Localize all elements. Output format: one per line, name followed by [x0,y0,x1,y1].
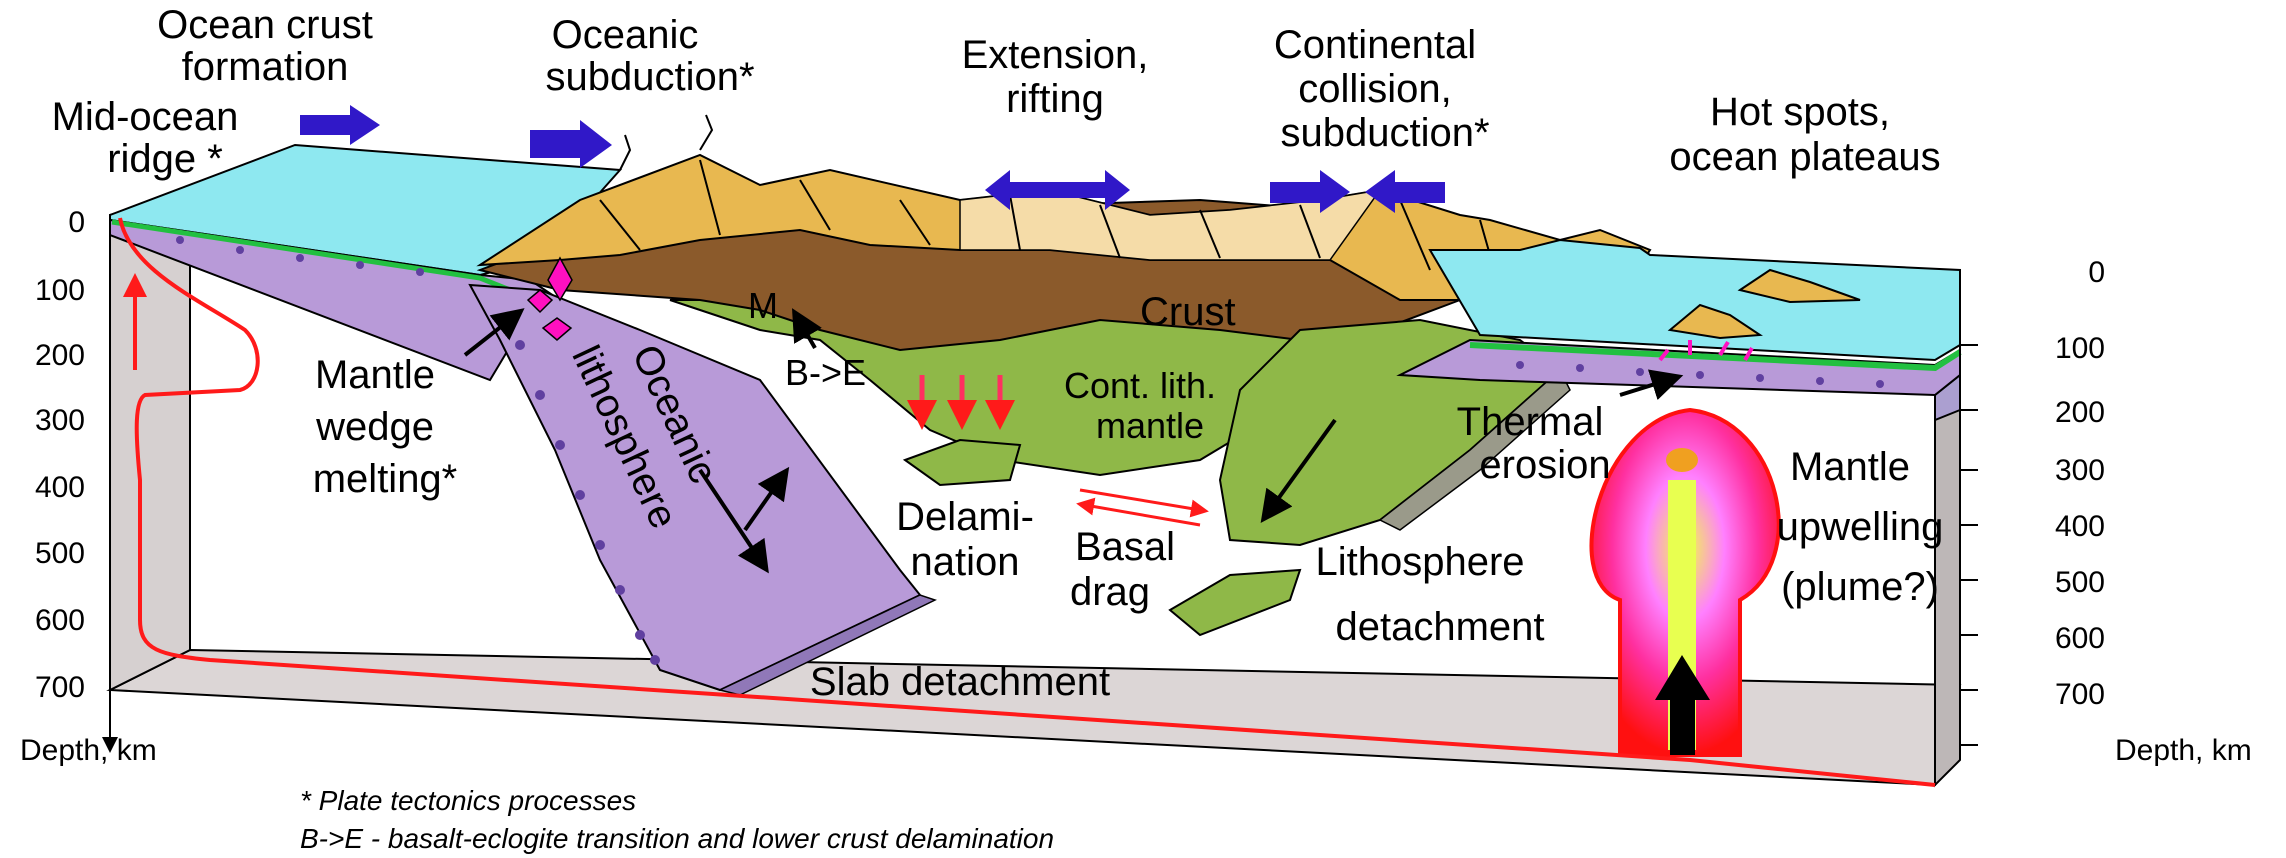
arrow-collision-left [1270,170,1350,213]
label-lithosphere-detachment: Lithosphere detachment [1315,540,1544,649]
svg-text:Oceanic: Oceanic [552,13,699,57]
svg-text:400: 400 [35,471,85,504]
svg-text:wedge: wedge [315,405,434,449]
left-axis-label: Depth, km [20,734,157,767]
pointer-arrows [463,308,1684,574]
svg-text:Lithosphere: Lithosphere [1315,540,1524,584]
delamination-block [902,438,1022,487]
ocean-right-surface [1428,238,1961,362]
label-crust: Crust [1140,290,1236,334]
svg-text:ridge *: ridge * [107,137,223,181]
svg-text:subduction*: subduction* [545,55,754,99]
svg-text:600: 600 [35,604,85,637]
svg-text:Mid-ocean: Mid-ocean [52,95,239,139]
svg-text:ocean plateaus: ocean plateaus [1669,135,1940,179]
collision-slab-side [1378,368,1571,531]
svg-text:400: 400 [2055,510,2105,543]
svg-text:subduction*: subduction* [1280,111,1489,155]
label-b-to-e: B->E [785,352,866,393]
plume-head-core [1666,448,1698,472]
melt-diamond-3 [541,317,573,341]
svg-text:Cont. lith.: Cont. lith. [1064,365,1216,406]
svg-text:300: 300 [2055,454,2105,487]
svg-text:Mantle: Mantle [315,353,435,397]
svg-text:0: 0 [2088,256,2105,289]
right-dots [1516,361,1884,388]
svg-text:detachment: detachment [1335,605,1544,649]
label-mantle-wedge: Mantle wedge melting* [313,353,458,501]
svg-text:0: 0 [68,206,85,239]
svg-text:drag: drag [1070,570,1150,614]
label-hot-spots: Hot spots, ocean plateaus [1669,90,1940,179]
left-axis-ticks: 0 100 200 300 400 500 600 700 [35,206,85,704]
svg-text:Delami-: Delami- [896,495,1034,539]
svg-text:100: 100 [35,274,85,307]
slab-dots [176,236,660,665]
svg-text:mantle: mantle [1096,405,1204,446]
label-thermal-erosion: Thermal erosion [1457,400,1611,487]
svg-text:nation: nation [911,540,1020,584]
melt-diamond-2 [526,289,554,314]
ocean-crust-green-left [111,219,511,293]
right-axis-line [1959,270,1978,760]
label-extension: Extension, rifting [962,33,1149,121]
svg-text:formation: formation [182,45,349,89]
svg-text:collision,: collision, [1298,67,1451,111]
ocean-crust-green-right [1469,342,1962,372]
footnote-be: B->E - basalt-eclogite transition and lo… [300,823,1054,854]
svg-text:200: 200 [35,339,85,372]
svg-text:700: 700 [35,671,85,704]
melt-diamond-1 [547,256,573,302]
svg-text:upwelling: upwelling [1777,505,1944,549]
svg-text:700: 700 [2055,678,2105,711]
label-slab-detachment: Slab detachment [810,660,1110,704]
svg-text:500: 500 [35,537,85,570]
svg-text:Mantle: Mantle [1790,445,1910,489]
thermal-erosion-marks [1658,340,1754,362]
delamination-arrows [907,375,1015,430]
geotherm-line [118,217,1936,787]
arrow-ridge [300,105,380,145]
svg-text:600: 600 [2055,622,2105,655]
label-cont-lith-mantle: Cont. lith. mantle [1064,365,1216,446]
svg-text:(plume?): (plume?) [1781,565,1939,609]
svg-text:Continental: Continental [1274,23,1476,67]
arrow-collision-right [1365,170,1445,213]
ocean-plateau-2 [1737,268,1861,304]
label-moho: M [748,285,778,326]
svg-text:Thermal: Thermal [1457,400,1604,444]
label-mid-ocean-ridge: Mid-ocean ridge * [52,95,239,181]
svg-text:200: 200 [2055,396,2105,429]
label-mantle-upwelling: Mantle upwelling (plume?) [1777,445,1944,609]
footnote-star: * Plate tectonics processes [300,785,636,816]
label-continental-collision: Continental collision, subduction* [1274,23,1490,155]
label-ocean-crust-formation: Ocean crust formation [157,3,373,89]
basal-drag-arrows [1076,488,1209,527]
arrow-subduction [530,120,612,168]
label-basal-drag: Basal drag [1070,525,1175,614]
label-delamination: Delami- nation [896,495,1034,584]
upper-crust-light [959,188,1382,261]
svg-text:Extension,: Extension, [962,33,1149,77]
right-axis-ticks: 0 100 200 300 400 500 600 700 [2055,256,2105,711]
basal-drag-block [1168,568,1302,637]
svg-text:Ocean crust: Ocean crust [157,3,373,47]
svg-text:Hot spots,: Hot spots, [1710,90,1890,134]
svg-text:melting*: melting* [313,457,458,501]
right-axis-label: Depth, km [2115,734,2252,767]
svg-text:Basal: Basal [1075,525,1175,569]
plume-up-arrow [1655,655,1710,755]
svg-text:erosion: erosion [1479,443,1610,487]
slab-shadow-edge [717,594,937,696]
svg-text:300: 300 [35,404,85,437]
svg-text:rifting: rifting [1006,77,1104,121]
label-oceanic-subduction: Oceanic subduction* [545,13,754,99]
arrow-extension [985,170,1130,210]
svg-text:100: 100 [2055,332,2105,365]
ocean-plateau-1 [1667,303,1763,340]
svg-text:500: 500 [2055,566,2105,599]
